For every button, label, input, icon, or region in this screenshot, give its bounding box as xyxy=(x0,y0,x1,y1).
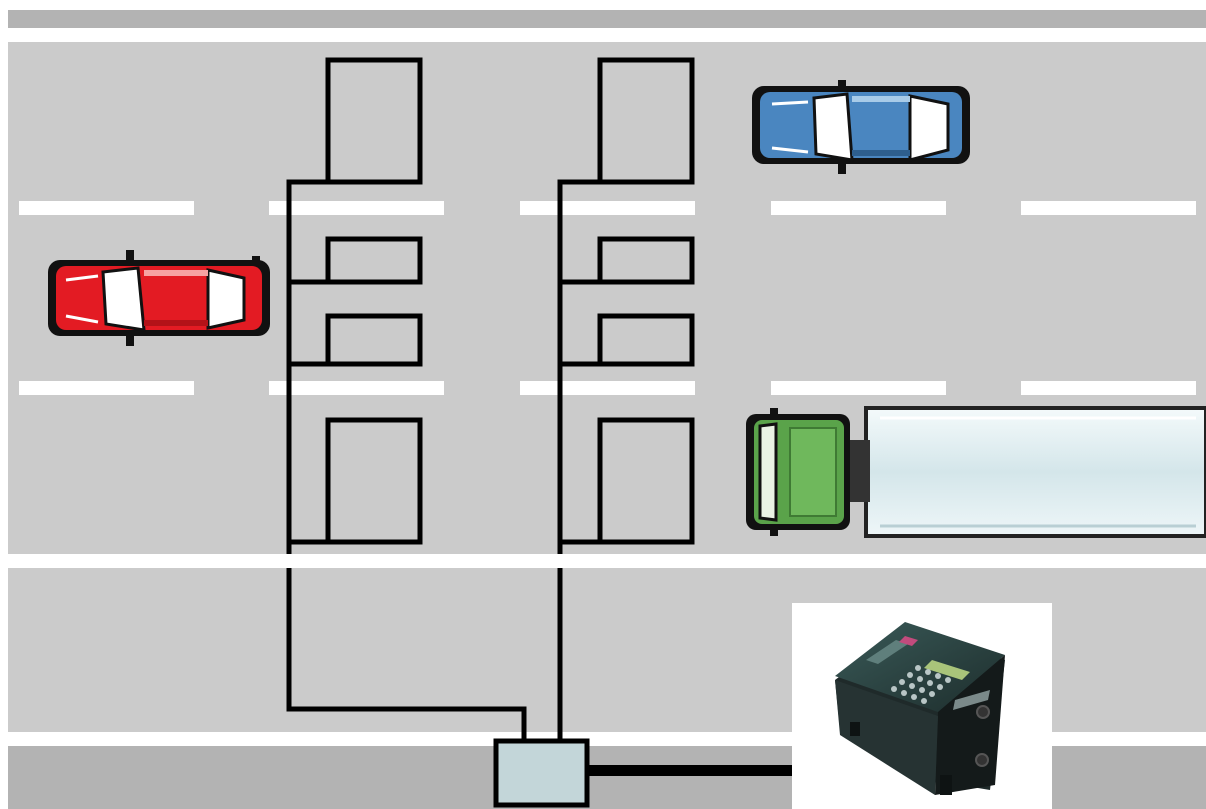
lane-dash xyxy=(520,201,695,215)
lane-dash xyxy=(19,201,194,215)
lane-dash xyxy=(520,381,695,395)
junction-box xyxy=(496,741,587,805)
edge-line xyxy=(1052,732,1206,746)
lane-dash xyxy=(1021,201,1196,215)
lane-dash xyxy=(771,201,946,215)
lane-dash xyxy=(1021,381,1196,395)
lane-dash xyxy=(269,381,444,395)
lane-dash xyxy=(269,201,444,215)
lane-dash xyxy=(19,381,194,395)
top-curb xyxy=(8,10,1206,28)
truck-trailer xyxy=(866,408,1206,536)
edge-line xyxy=(8,554,1206,568)
edge-line xyxy=(596,732,792,746)
lane-dash xyxy=(771,381,946,395)
blue-car xyxy=(752,80,970,174)
truck xyxy=(746,408,1206,536)
traffic-data-logger-device-icon xyxy=(792,603,1052,809)
edge-line xyxy=(8,732,488,746)
truck-cab xyxy=(746,408,850,536)
red-car xyxy=(48,250,270,346)
